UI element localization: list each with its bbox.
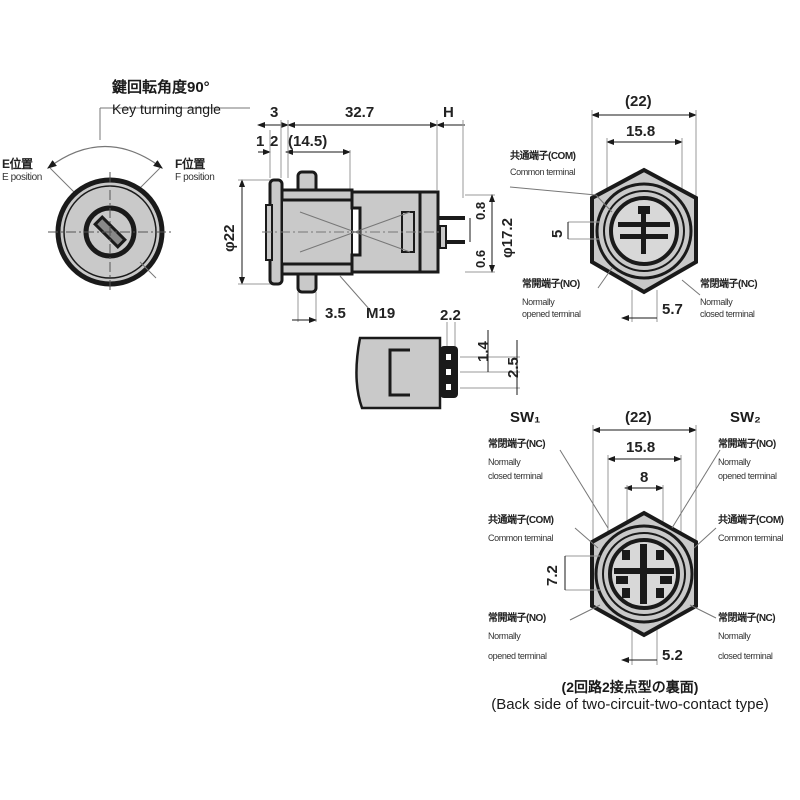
dim-pitch-x: 2.2 [440, 307, 461, 324]
single-no-en-1: Normally [522, 297, 555, 307]
e-position-jp: E位置 [2, 157, 33, 171]
single-nc-en-1: Normally [700, 297, 733, 307]
single-nc-jp: 常閉端子(NC) [700, 279, 758, 290]
double-left-mid-en: Common terminal [488, 533, 554, 543]
f-position-jp: F位置 [175, 157, 205, 171]
single-com-jp: 共通端子(COM) [510, 151, 576, 162]
double-right-top-en-2: opened terminal [718, 471, 777, 481]
rear-view-double [559, 425, 721, 665]
dim-nut-thickness: 3.5 [325, 305, 346, 322]
double-left-mid-jp: 共通端子(COM) [488, 515, 554, 526]
double-left-top-jp: 常閉端子(NC) [488, 439, 546, 450]
double-right-bot-en-2: closed terminal [718, 651, 773, 661]
dim-flange: 3 [270, 104, 279, 121]
f-position-en: F position [175, 172, 215, 183]
double-right-bot-jp: 常閉端子(NC) [718, 613, 776, 624]
double-left-bot-en-1: Normally [488, 631, 521, 641]
front-view-key [47, 107, 250, 292]
double-left-top-en-2: closed terminal [488, 471, 543, 481]
dim-terminal-h: H [443, 104, 454, 121]
terminal-detail [355, 322, 520, 410]
single-nc-en-2: closed terminal [700, 309, 755, 319]
single-no-jp: 常開端子(NO) [522, 279, 580, 290]
double-dim-center: 8 [640, 469, 649, 486]
rear-view-single [509, 110, 701, 322]
double-right-mid-jp: 共通端子(COM) [718, 515, 784, 526]
dim-terminal-06: 0.6 [473, 249, 488, 268]
single-dim-offset: 5.7 [662, 301, 683, 318]
double-dim-offset: 5.2 [662, 647, 683, 664]
dim-outer-diameter: φ22 [221, 224, 238, 252]
caption-jp: (2回路2接点型の裏面) [561, 679, 699, 695]
single-dim-outer: (22) [625, 93, 652, 110]
dim-1: 1 [256, 133, 265, 150]
double-right-bot-en-1: Normally [718, 631, 751, 641]
double-right-top-en-1: Normally [718, 457, 751, 467]
double-dim-inner: 15.8 [626, 439, 656, 456]
double-dim-vertical: 7.2 [544, 565, 561, 586]
dim-body-length: 32.7 [345, 104, 375, 121]
single-dim-spacing: 5 [549, 229, 566, 238]
dim-terminal-08: 0.8 [473, 201, 488, 220]
side-view [238, 120, 495, 323]
caption-en: (Back side of two-circuit-two-contact ty… [491, 696, 769, 713]
double-right-mid-en: Common terminal [718, 533, 784, 543]
double-left-top-en-1: Normally [488, 457, 521, 467]
e-position-en: E position [2, 172, 42, 183]
double-dim-outer: (22) [625, 409, 652, 426]
dim-thread: M19 [366, 305, 396, 322]
sw2-label: SW₂ [730, 409, 761, 426]
double-right-top-jp: 常開端子(NO) [718, 439, 776, 450]
single-no-en-2: opened terminal [522, 309, 581, 319]
single-dim-inner: 15.8 [626, 123, 656, 140]
dim-pitch-1: 1.4 [475, 341, 492, 362]
double-left-bot-en-2: opened terminal [488, 651, 547, 661]
dim-inner-length: (14.5) [288, 133, 328, 150]
single-com-en: Common terminal [510, 167, 576, 177]
sw1-label: SW₁ [510, 409, 541, 426]
key-angle-title-en: Key turning angle [112, 101, 221, 117]
dim-body-diameter: φ17.2 [499, 218, 516, 258]
key-angle-title-jp: 鍵回転角度90° [112, 79, 210, 96]
double-left-bot-jp: 常開端子(NO) [488, 613, 546, 624]
dim-2: 2 [270, 133, 279, 150]
dim-pitch-2: 2.5 [505, 357, 522, 378]
